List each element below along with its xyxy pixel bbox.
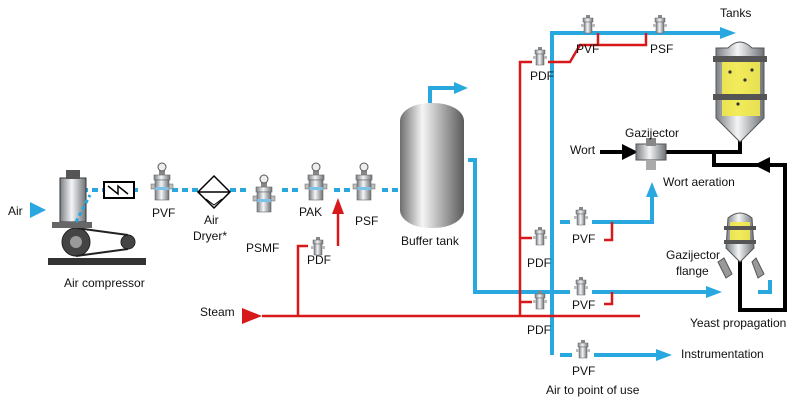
tanks-arrow bbox=[720, 27, 736, 39]
air-inlet-arrow bbox=[30, 202, 46, 218]
pvf-wort-label: PVF bbox=[572, 232, 595, 246]
gazijector-flange-label-1: Gazijector bbox=[666, 248, 720, 262]
wort-inlet-arrow bbox=[622, 144, 638, 160]
air-arrowheads bbox=[30, 27, 736, 361]
pdf-drain-2 bbox=[532, 46, 548, 66]
check-valve bbox=[103, 181, 135, 199]
psmf-filter bbox=[252, 174, 276, 213]
steam-inlet-arrow bbox=[242, 308, 262, 324]
fermentation-tank bbox=[713, 41, 767, 143]
psf-top-label: PSF bbox=[650, 42, 673, 56]
yeast-propagation-tank bbox=[717, 212, 765, 279]
wort-arrowheads bbox=[622, 144, 770, 173]
buffer-tank-inlet-arrow bbox=[454, 82, 468, 94]
psf-filter bbox=[352, 162, 376, 201]
gazijector-flange-arrow bbox=[706, 286, 722, 298]
psf-label: PSF bbox=[355, 214, 378, 228]
pdf-label-4: PDF bbox=[527, 323, 551, 337]
instrumentation-label: Instrumentation bbox=[681, 347, 764, 361]
buffer-tank bbox=[400, 103, 464, 228]
wort-aeration-arrow bbox=[646, 182, 658, 197]
steam-label: Steam bbox=[200, 305, 235, 319]
air-dryer-label-2: Dryer* bbox=[193, 229, 227, 243]
wort-label: Wort bbox=[570, 143, 596, 157]
pvf-instrumentation-label: PVF bbox=[572, 364, 595, 378]
air-lines bbox=[82, 31, 772, 357]
pdf-drain-3 bbox=[532, 226, 548, 246]
air-dryer bbox=[196, 174, 232, 210]
psmf-label: PSMF bbox=[246, 241, 279, 255]
air-dryer-label-1: Air bbox=[204, 213, 219, 227]
pvf-filter-instrumentation bbox=[575, 339, 591, 359]
instrumentation-arrow bbox=[656, 349, 672, 361]
air-to-point-of-use-label: Air to point of use bbox=[546, 383, 640, 397]
pvf-filter-yeast bbox=[573, 276, 589, 296]
tanks-label: Tanks bbox=[720, 6, 751, 20]
pvf-top-label: PVF bbox=[576, 42, 599, 56]
air-inlet-label: Air bbox=[8, 204, 23, 218]
gazijector-label: Gazijector bbox=[625, 126, 679, 140]
pvf-filter-top bbox=[580, 14, 596, 34]
pak-steam-arrow bbox=[332, 198, 344, 214]
pdf-label-3: PDF bbox=[527, 256, 551, 270]
air-compressor-label: Air compressor bbox=[64, 276, 145, 290]
steam-arrowheads bbox=[242, 198, 344, 324]
steam-lines bbox=[262, 33, 648, 318]
return-arrow bbox=[754, 157, 770, 173]
pvf-filter-wort bbox=[573, 206, 589, 226]
pak-filter bbox=[304, 162, 328, 201]
pvf-label: PVF bbox=[152, 206, 175, 220]
yeast-propagation-label: Yeast propagation bbox=[690, 316, 786, 330]
pvf-filter bbox=[150, 162, 174, 201]
pdf-label-1: PDF bbox=[307, 253, 331, 267]
pak-label: PAK bbox=[299, 205, 322, 219]
pvf-yeast-label: PVF bbox=[572, 298, 595, 312]
psf-filter-top bbox=[652, 14, 668, 34]
gazijector bbox=[635, 138, 667, 170]
gazijector-flange-label-2: flange bbox=[676, 264, 709, 278]
wort-aeration-label: Wort aeration bbox=[663, 175, 735, 189]
pdf-label-2: PDF bbox=[530, 69, 554, 83]
buffer-tank-label: Buffer tank bbox=[401, 234, 460, 248]
air-compressor bbox=[48, 170, 146, 265]
